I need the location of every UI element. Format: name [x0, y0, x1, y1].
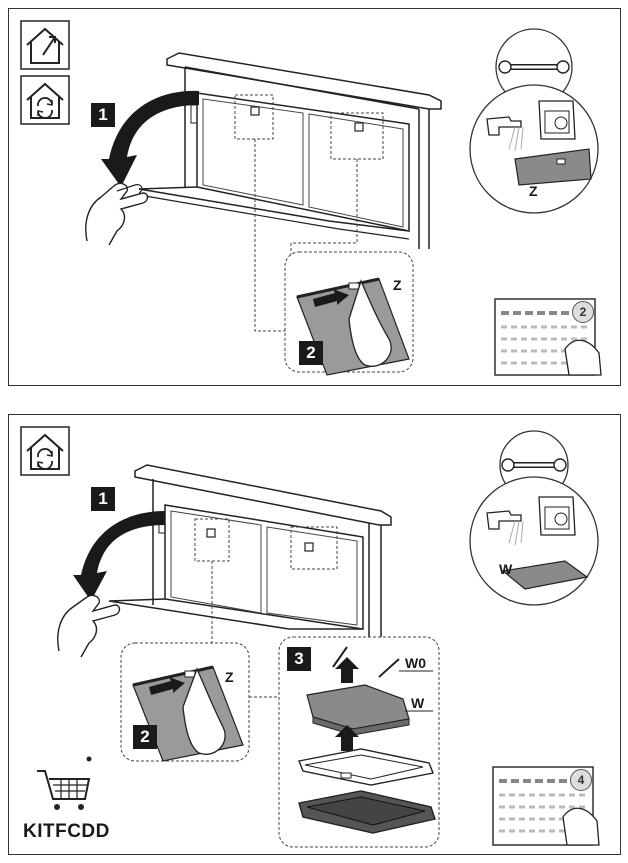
wrench-icon	[501, 458, 567, 472]
calendar-months-label: 2	[572, 301, 594, 323]
top-diagram	[20, 20, 602, 376]
detail-letter: Z	[393, 277, 402, 293]
step-1-badge: 1	[91, 487, 115, 511]
dishwasher-icon	[538, 100, 576, 140]
product-code: KITFCDD	[23, 821, 110, 842]
step-2-badge: 2	[299, 341, 323, 365]
filter-exploded-view	[278, 636, 440, 848]
house-recycle-icon	[20, 75, 70, 125]
step-1-badge: 1	[91, 103, 115, 127]
curved-arrow-icon	[101, 90, 199, 187]
water-tap-icon	[486, 116, 524, 152]
bottom-diagram	[20, 426, 600, 848]
step-3-badge: 3	[287, 647, 311, 671]
house-upward-arrow-icon	[20, 20, 70, 70]
house-recycle-icon	[20, 426, 70, 476]
hood-unit	[108, 464, 392, 643]
filter-letter-w0: W0	[405, 655, 426, 671]
top-panel: 1 2 Z Z 2	[8, 8, 621, 386]
hand-icon	[57, 594, 121, 658]
calendar-months-label: 4	[570, 769, 592, 791]
wrench-icon	[498, 60, 570, 74]
side-letter: W	[499, 561, 513, 577]
water-tap-icon	[486, 510, 524, 546]
hood-unit	[138, 52, 442, 249]
side-letter: Z	[529, 183, 538, 199]
filter-letter-w: W	[411, 695, 425, 711]
dishwasher-icon	[538, 496, 576, 536]
step-2-badge: 2	[133, 725, 157, 749]
bottom-panel: 1 2 3 Z W W0 W KITFCDD 4	[8, 414, 621, 855]
curved-arrow-icon	[73, 511, 165, 601]
detail-letter: Z	[225, 669, 234, 685]
hand-icon	[85, 182, 149, 246]
shopping-cart-icon	[37, 756, 92, 810]
